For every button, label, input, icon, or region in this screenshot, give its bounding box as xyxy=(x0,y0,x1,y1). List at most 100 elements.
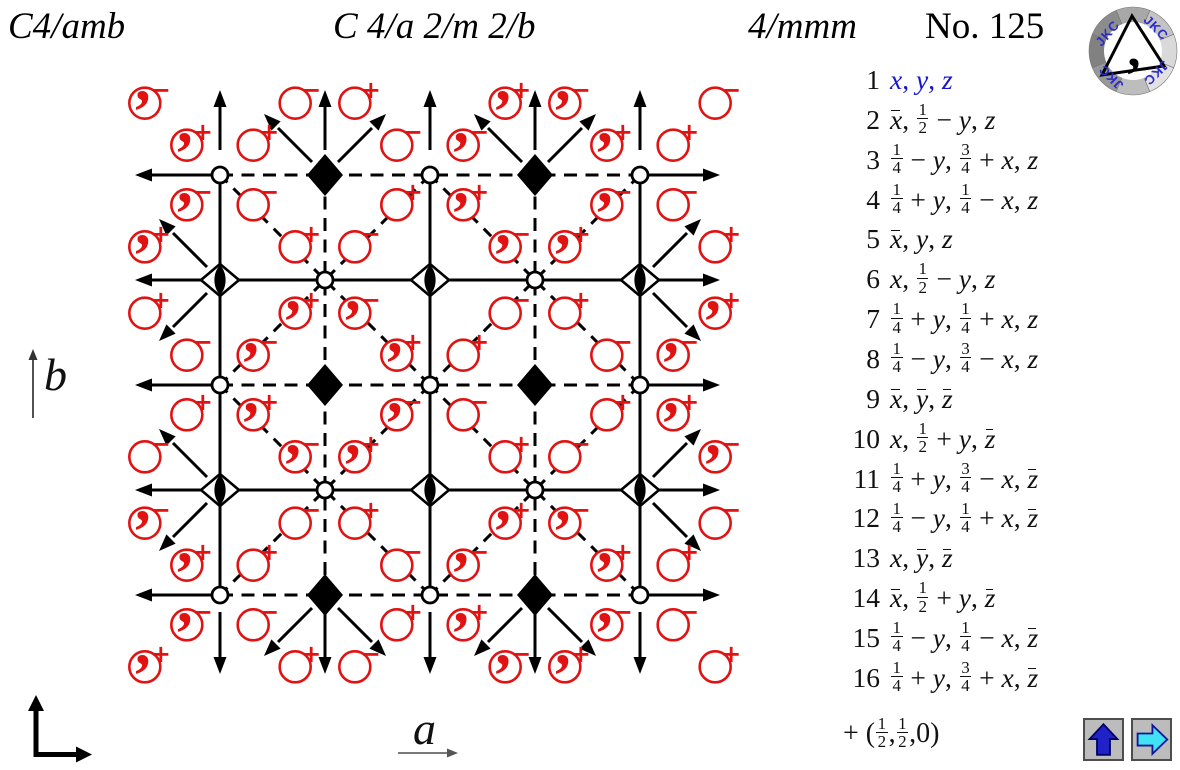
nav-next-button[interactable] xyxy=(1131,718,1172,761)
op-number: 16 xyxy=(852,661,881,693)
atom: ,− xyxy=(278,400,321,474)
svg-text:−: − xyxy=(571,430,591,458)
svg-text:,: , xyxy=(135,466,151,534)
svg-text:+: + xyxy=(361,430,381,458)
atom: ,− xyxy=(128,46,171,120)
svg-text:−: − xyxy=(721,430,741,458)
symmetry-point-circle xyxy=(630,585,650,605)
atom: ,− xyxy=(656,298,699,372)
atom: ,− xyxy=(590,148,633,222)
atom: + xyxy=(236,538,279,582)
atom: ,+ xyxy=(590,88,633,162)
svg-text:+: + xyxy=(469,598,489,626)
svg-text:+: + xyxy=(403,328,423,356)
atom: ,− xyxy=(446,508,489,582)
symmetry-point-circle xyxy=(420,165,440,185)
atom: + xyxy=(488,430,531,474)
svg-text:−: − xyxy=(469,538,489,566)
svg-text:+: + xyxy=(613,118,633,146)
atom: + xyxy=(656,538,699,582)
svg-text:,: , xyxy=(495,190,511,258)
svg-text:+: + xyxy=(511,430,531,458)
atom: + xyxy=(446,328,489,372)
svg-text:,: , xyxy=(453,568,469,636)
op-number: 12 xyxy=(852,502,881,534)
symmetry-point-circle xyxy=(210,375,230,395)
svg-text:,: , xyxy=(495,46,511,114)
svg-text:,: , xyxy=(453,508,469,576)
svg-text:+: + xyxy=(151,286,171,314)
atom: − xyxy=(590,328,633,372)
atom: ,+ xyxy=(590,508,633,582)
b-axis-label: b xyxy=(44,349,67,400)
atom: − xyxy=(338,640,381,684)
atom: ,+ xyxy=(488,46,531,120)
atom: + xyxy=(278,220,321,264)
fourfold-axis-symbol xyxy=(517,154,553,196)
atom: ,− xyxy=(128,466,171,540)
svg-text:−: − xyxy=(193,178,213,206)
op-number: 6 xyxy=(866,263,880,295)
op-number: 9 xyxy=(866,382,880,414)
atom: ,− xyxy=(380,358,423,432)
svg-text:+: + xyxy=(721,220,741,248)
atom: + xyxy=(380,178,423,222)
symmetry-point-circle xyxy=(420,375,440,395)
svg-text:,: , xyxy=(387,298,403,366)
svg-text:+: + xyxy=(679,538,699,566)
svg-text:,: , xyxy=(177,88,193,156)
svg-text:+: + xyxy=(151,220,171,248)
svg-text:,: , xyxy=(285,400,301,468)
atom: − xyxy=(380,118,423,162)
atom: + xyxy=(338,76,381,120)
symmetry-point-circle xyxy=(420,585,440,605)
svg-text:,: , xyxy=(555,46,571,114)
atom: ,+ xyxy=(338,400,381,474)
svg-text:−: − xyxy=(151,430,171,458)
atom: ,+ xyxy=(170,508,213,582)
atom: ,+ xyxy=(446,568,489,642)
svg-text:,: , xyxy=(663,298,679,366)
atom: − xyxy=(128,430,171,474)
op-number: 4 xyxy=(866,183,880,215)
svg-text:−: − xyxy=(679,328,699,356)
atom: − xyxy=(170,328,213,372)
svg-text:+: + xyxy=(403,178,423,206)
svg-text:−: − xyxy=(301,76,321,104)
atom: + xyxy=(548,286,591,330)
svg-text:−: − xyxy=(721,496,741,524)
svg-text:+: + xyxy=(259,118,279,146)
op-coordinates: x, y, z xyxy=(890,64,953,95)
svg-text:,: , xyxy=(705,256,721,324)
space-group-number: No. 125 xyxy=(925,6,1045,47)
svg-text:+: + xyxy=(571,640,591,668)
up-arrow-icon xyxy=(1087,722,1120,756)
svg-text:−: − xyxy=(571,76,591,104)
fourfold-axis-symbol xyxy=(517,364,553,406)
atom: − xyxy=(698,496,741,540)
nav-up-button[interactable] xyxy=(1083,718,1124,761)
svg-text:−: − xyxy=(361,640,381,668)
svg-text:+: + xyxy=(571,220,591,248)
fourfold-axis-symbol xyxy=(517,574,553,616)
svg-text:+: + xyxy=(571,286,591,314)
next-arrow-icon xyxy=(1136,722,1169,757)
svg-text:−: − xyxy=(469,388,489,416)
atom: ,+ xyxy=(128,190,171,264)
atom: ,− xyxy=(488,190,531,264)
